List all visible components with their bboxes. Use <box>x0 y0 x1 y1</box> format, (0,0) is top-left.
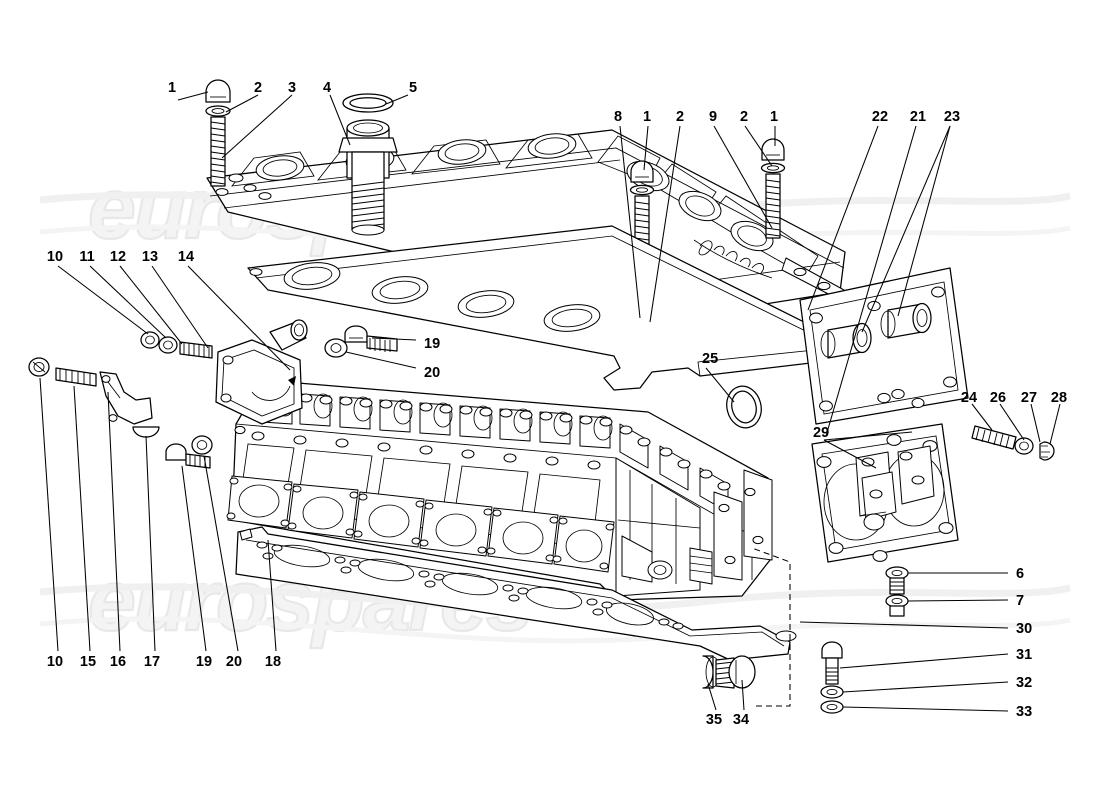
nut-28 <box>1039 441 1055 461</box>
stud-13 <box>179 341 213 359</box>
label-1-a: 1 <box>168 80 176 96</box>
label-4: 4 <box>323 80 331 96</box>
nut-10-upper <box>140 331 160 349</box>
label-29: 29 <box>813 425 829 441</box>
label-11: 11 <box>79 249 94 265</box>
plug-23-right <box>880 302 932 339</box>
label-32: 32 <box>1016 675 1032 691</box>
label-21: 21 <box>910 109 926 125</box>
bolt-19 <box>165 443 187 461</box>
fasteners-24-26-27-28 <box>971 425 1055 461</box>
plug-34 <box>728 655 756 689</box>
fasteners-6-7 <box>885 566 909 617</box>
label-7: 7 <box>1016 593 1024 609</box>
label-30: 30 <box>1016 621 1032 637</box>
part-oring-25 <box>726 385 762 429</box>
label-22: 22 <box>872 109 888 125</box>
label-layer: 1 2 3 4 5 8 1 2 9 2 1 22 21 23 10 11 12 … <box>47 80 1067 728</box>
fasteners-10-11-12-13 <box>140 331 213 359</box>
stud-3 <box>210 116 226 187</box>
part-head-gasket <box>235 526 797 661</box>
label-5: 5 <box>409 80 417 96</box>
label-35: 35 <box>706 712 722 728</box>
half-moon-key-17 <box>132 426 160 438</box>
label-25: 25 <box>702 351 718 367</box>
label-33: 33 <box>1016 704 1032 720</box>
label-10-a: 10 <box>47 249 63 265</box>
label-17: 17 <box>144 654 160 670</box>
stud-26 <box>971 425 1017 450</box>
seal-ring-35 <box>702 655 714 689</box>
label-19-a: 19 <box>424 336 440 352</box>
part-cylinder-head <box>226 379 773 601</box>
washer-11 <box>158 336 178 354</box>
washer-33 <box>820 700 844 714</box>
label-2-c: 2 <box>740 109 748 125</box>
label-31: 31 <box>1016 647 1032 663</box>
leader-lines <box>39 91 1061 712</box>
cap-nut-1 <box>205 79 231 103</box>
label-13: 13 <box>142 249 158 265</box>
bolt-31 <box>821 641 843 659</box>
label-20-b: 20 <box>226 654 242 670</box>
fasteners-31-32-33 <box>820 641 844 714</box>
label-26: 26 <box>990 390 1006 406</box>
label-12: 12 <box>110 249 126 265</box>
label-2-a: 2 <box>254 80 262 96</box>
bracket-16 <box>99 371 153 425</box>
label-27: 27 <box>1021 390 1037 406</box>
part-spark-plug-tube <box>338 93 398 236</box>
washer-2 <box>205 105 231 117</box>
label-15: 15 <box>80 654 96 670</box>
label-14: 14 <box>178 249 194 265</box>
parts-34-35 <box>702 655 756 689</box>
washer-27 <box>1014 437 1034 455</box>
label-1-b: 1 <box>643 109 651 125</box>
label-19-b: 19 <box>196 654 212 670</box>
part-end-cover-gasket <box>799 267 969 425</box>
label-28: 28 <box>1051 390 1067 406</box>
part-cam-cover-gasket <box>247 225 841 391</box>
label-24: 24 <box>961 390 977 406</box>
label-1-c: 1 <box>770 109 778 125</box>
intake-ports <box>226 475 615 573</box>
washer-20-left <box>191 435 213 455</box>
fastener-stack-right <box>760 138 786 239</box>
label-6: 6 <box>1016 566 1024 582</box>
label-20-a: 20 <box>424 365 440 381</box>
fastener-stack-left <box>205 79 231 187</box>
fastener-19-20 <box>324 325 398 358</box>
label-8: 8 <box>614 109 622 125</box>
fasteners-left-bottom <box>28 357 213 469</box>
label-16: 16 <box>110 654 126 670</box>
label-34: 34 <box>733 712 749 728</box>
label-3: 3 <box>288 80 296 96</box>
part-end-cover-housing <box>811 423 959 563</box>
label-2-b: 2 <box>676 109 684 125</box>
label-9: 9 <box>709 109 717 125</box>
washer-20 <box>324 338 348 358</box>
small-oring <box>911 397 925 409</box>
label-10-b: 10 <box>47 654 63 670</box>
plug-23-left <box>820 322 872 359</box>
washer-32 <box>820 685 844 699</box>
label-18: 18 <box>265 654 281 670</box>
part-thermostat-housing <box>215 319 308 425</box>
label-23: 23 <box>944 109 960 125</box>
engraved-script-logo <box>693 239 773 279</box>
